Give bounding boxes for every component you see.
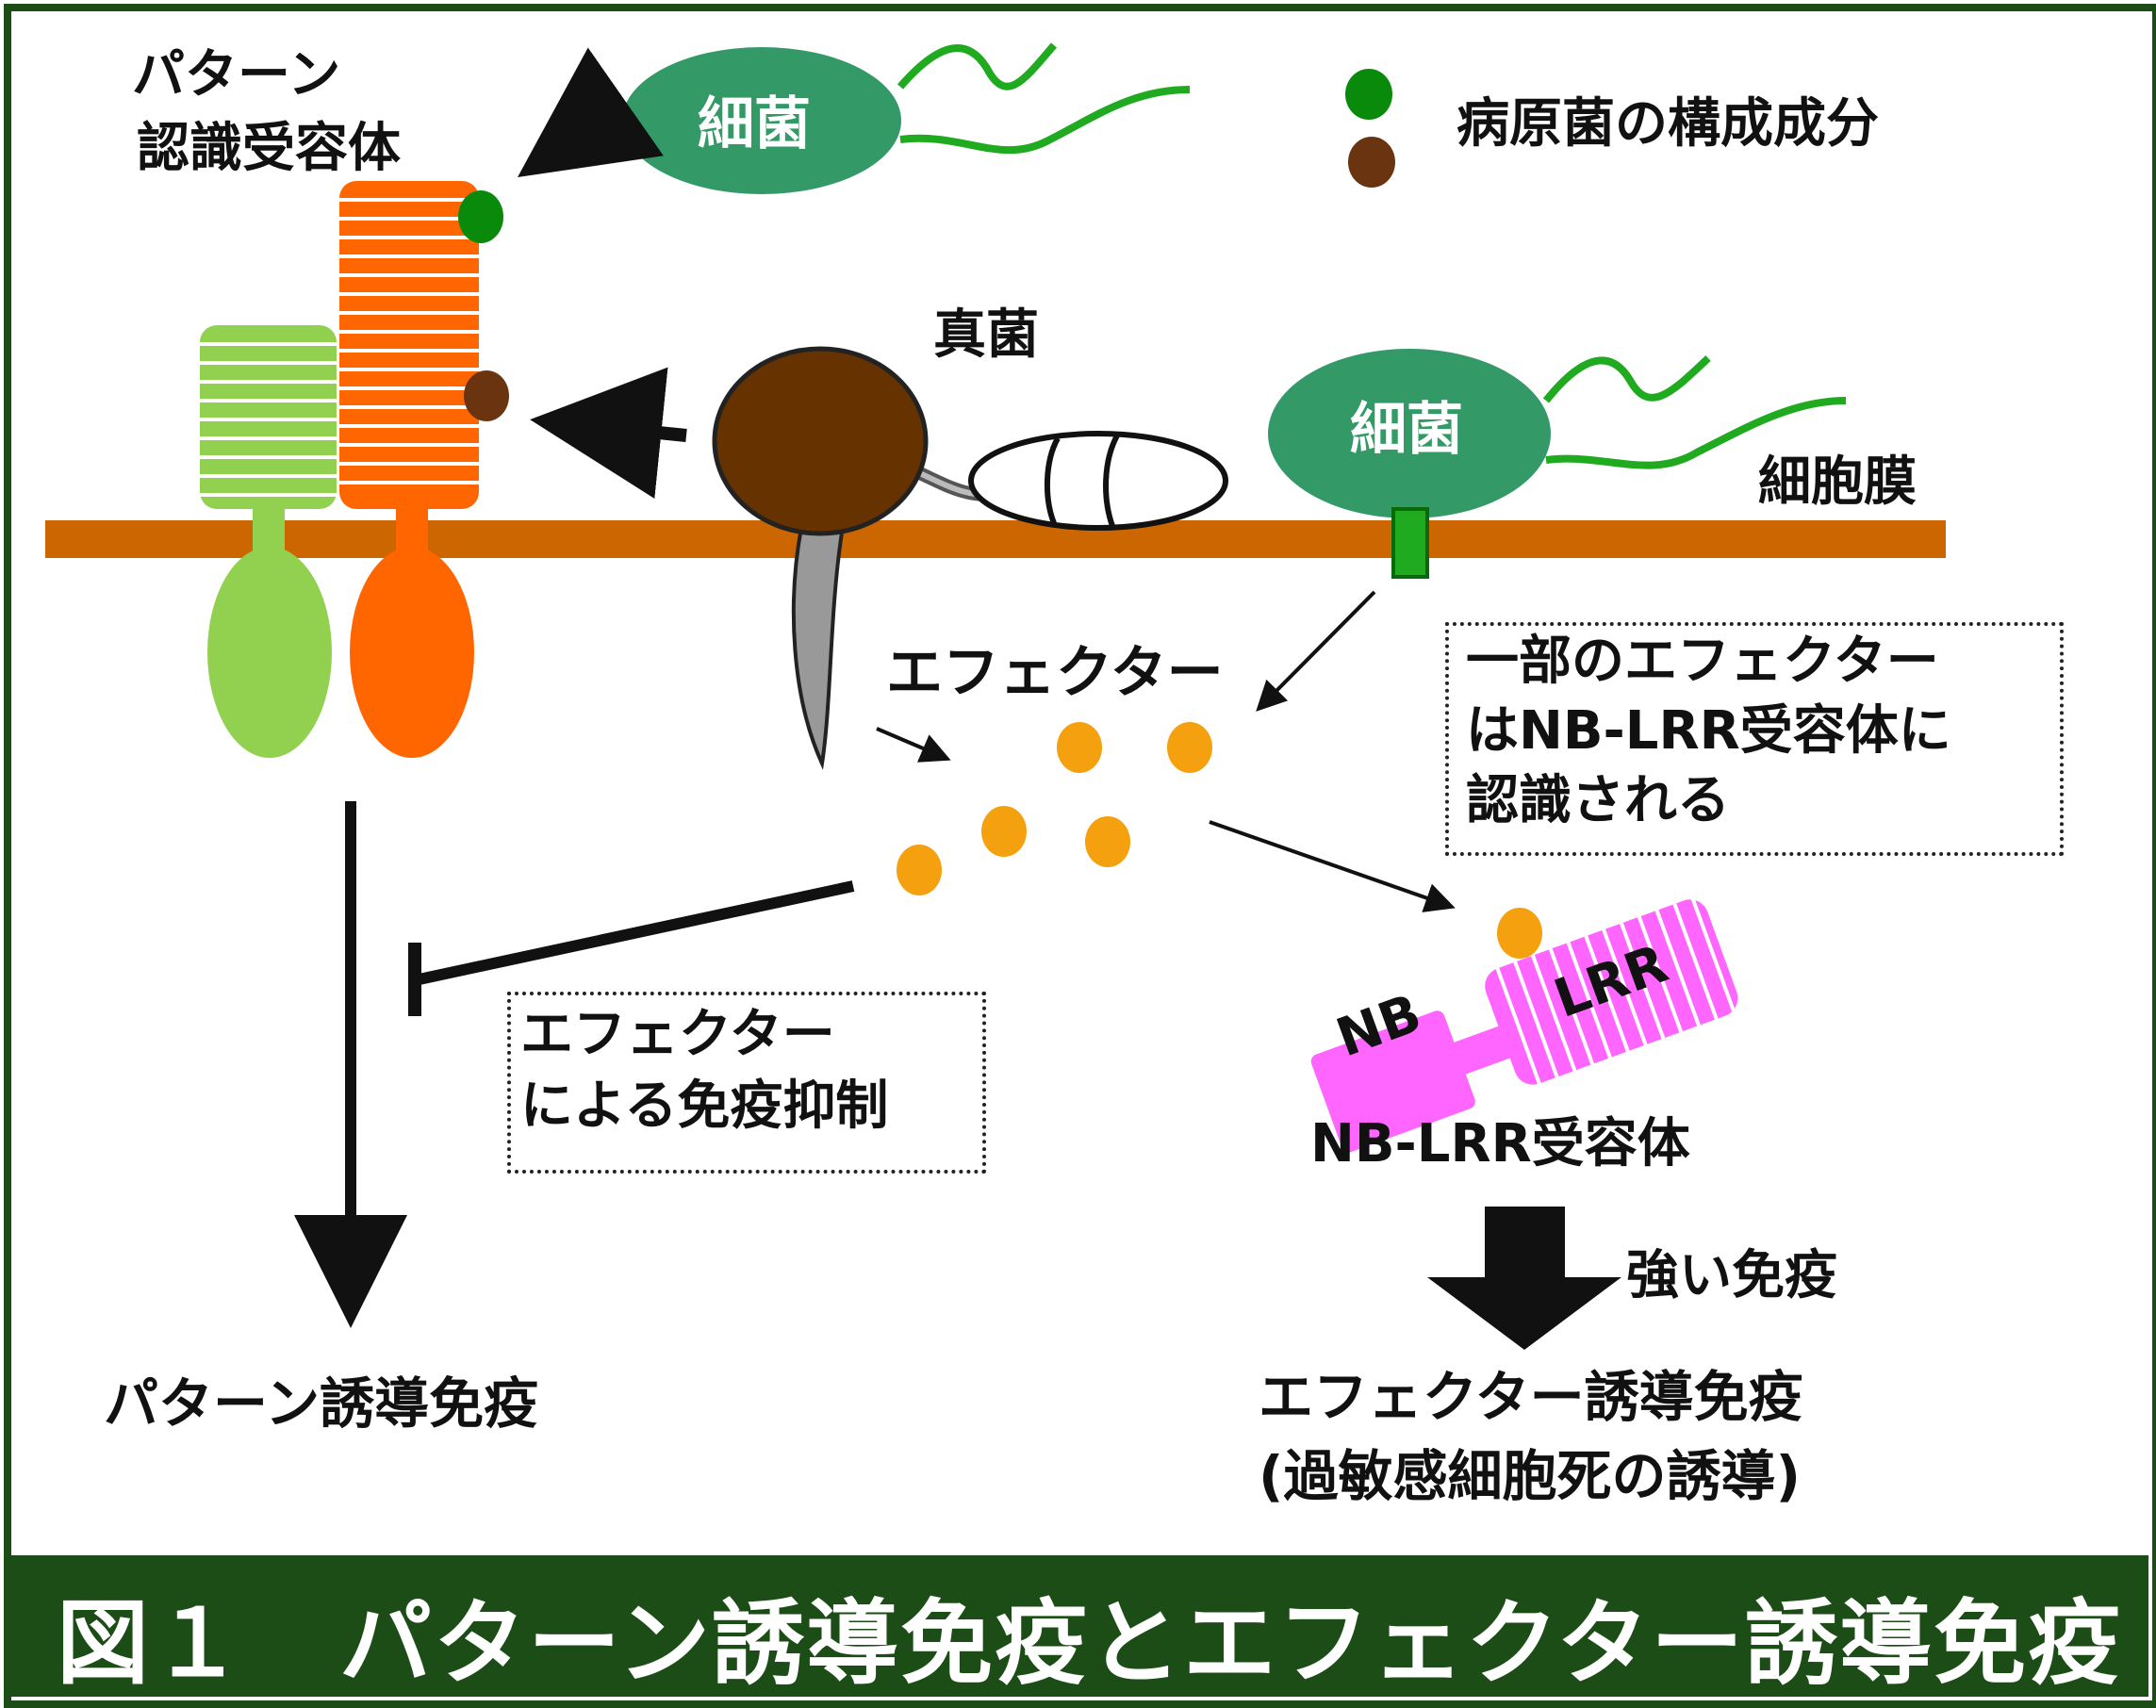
note-suppress-box bbox=[507, 992, 986, 1174]
bacterium-mid-label: 細菌 bbox=[1350, 397, 1463, 463]
legend-dot-green bbox=[1345, 69, 1392, 120]
bound-component-brown bbox=[464, 370, 509, 421]
fungus-label: 真菌 bbox=[933, 304, 1039, 366]
bacterium-mid bbox=[1268, 349, 1847, 579]
co-receptor-extracellular bbox=[200, 325, 337, 509]
fungus-spore-body bbox=[712, 346, 929, 536]
effector-immunity-line1: エフェクター誘導免疫 bbox=[1259, 1365, 1803, 1429]
note-nblrr-line1: 一部のエフェクター bbox=[1466, 631, 1939, 692]
bound-component-green bbox=[458, 190, 503, 243]
fungus-conidium bbox=[968, 431, 1228, 531]
co-receptor-kinase bbox=[207, 547, 332, 758]
fungus-conidium-septum-2 bbox=[1103, 434, 1120, 528]
fungus-hypha bbox=[791, 525, 845, 770]
note-suppress-line1: エフェクター bbox=[520, 1004, 835, 1065]
lrr-domain bbox=[1485, 899, 1738, 1085]
effector-immunity-line2: (過敏感細胞死の誘導) bbox=[1259, 1444, 1802, 1508]
fungus-conidium-septum-1 bbox=[1045, 436, 1061, 525]
bacterium-top-flagellum-2 bbox=[899, 86, 1191, 155]
legend-label: 病原菌の構成成分 bbox=[1457, 93, 1879, 155]
nb-lrr-linker bbox=[1449, 1024, 1515, 1076]
note-nblrr-line3: 認識される bbox=[1466, 770, 1730, 831]
nblrr-receptor-label: NB-LRR受容体 bbox=[1310, 1113, 1690, 1174]
effectors bbox=[897, 722, 1542, 959]
prr-ridges bbox=[339, 198, 479, 484]
effector-dot bbox=[1057, 722, 1102, 773]
co-receptor bbox=[200, 325, 337, 758]
pattern-receptor-label-line1: パターン bbox=[132, 44, 341, 106]
arrow-effector-immunity bbox=[1427, 1207, 1621, 1350]
pattern-receptor-label-line2: 認識受容体 bbox=[137, 118, 401, 179]
arrow-fungus-to-effectors bbox=[876, 727, 951, 763]
effector-dot bbox=[1167, 722, 1212, 773]
effector-dot bbox=[1085, 816, 1130, 867]
nblrr-bound-effector bbox=[1497, 908, 1542, 959]
arrow-fungus-to-receptor bbox=[530, 367, 687, 499]
arrow-effectors-to-nblrr bbox=[1209, 820, 1456, 912]
bacterium-top-body bbox=[622, 47, 901, 194]
note-nblrr-line2: はNB-LRR受容体に bbox=[1466, 700, 1951, 762]
effector-label: エフェクター bbox=[886, 640, 1224, 706]
bacterium-top bbox=[622, 42, 1191, 194]
pattern-immunity-label: パターン誘導免疫 bbox=[104, 1371, 539, 1436]
inhibition-line bbox=[413, 880, 855, 986]
pattern-recognition-receptor bbox=[339, 181, 479, 758]
note-suppress-line2: による免疫抑制 bbox=[520, 1076, 889, 1137]
co-receptor-ridges bbox=[200, 342, 337, 497]
bacterium-mid-flagellum-1 bbox=[1542, 355, 1711, 403]
effector-dot bbox=[981, 806, 1027, 857]
nblrr-receptor bbox=[1310, 896, 1738, 1153]
arrow-channel-to-effectors bbox=[1256, 590, 1376, 712]
note-nblrr-box bbox=[1445, 622, 2064, 856]
bacterium-top-label: 細菌 bbox=[698, 91, 811, 157]
strong-immunity-label: 強い免疫 bbox=[1626, 1245, 1837, 1306]
figure-caption: 図１ パターン誘導免疫とエフェクター誘導免疫 bbox=[57, 1590, 2123, 1698]
prr-extracellular bbox=[339, 181, 479, 509]
lrr-ridges bbox=[1495, 896, 1736, 1085]
secretion-channel bbox=[1391, 507, 1429, 579]
fungus bbox=[712, 346, 1228, 770]
effector-dot bbox=[897, 845, 942, 895]
caption-bar bbox=[8, 1555, 2148, 1697]
bacterium-mid-flagellum-2 bbox=[1545, 397, 1847, 469]
legend-dot-brown bbox=[1348, 137, 1395, 188]
bacterium-mid-body bbox=[1268, 349, 1551, 518]
nb-domain bbox=[1310, 1010, 1475, 1153]
arrow-bacterium-to-receptor bbox=[518, 47, 664, 178]
cell-membrane-bar bbox=[45, 520, 1946, 558]
bacterium-top-flagellum-1 bbox=[897, 42, 1058, 90]
cell-membrane-label: 細胞膜 bbox=[1758, 452, 1917, 513]
prr-kinase bbox=[350, 547, 474, 758]
